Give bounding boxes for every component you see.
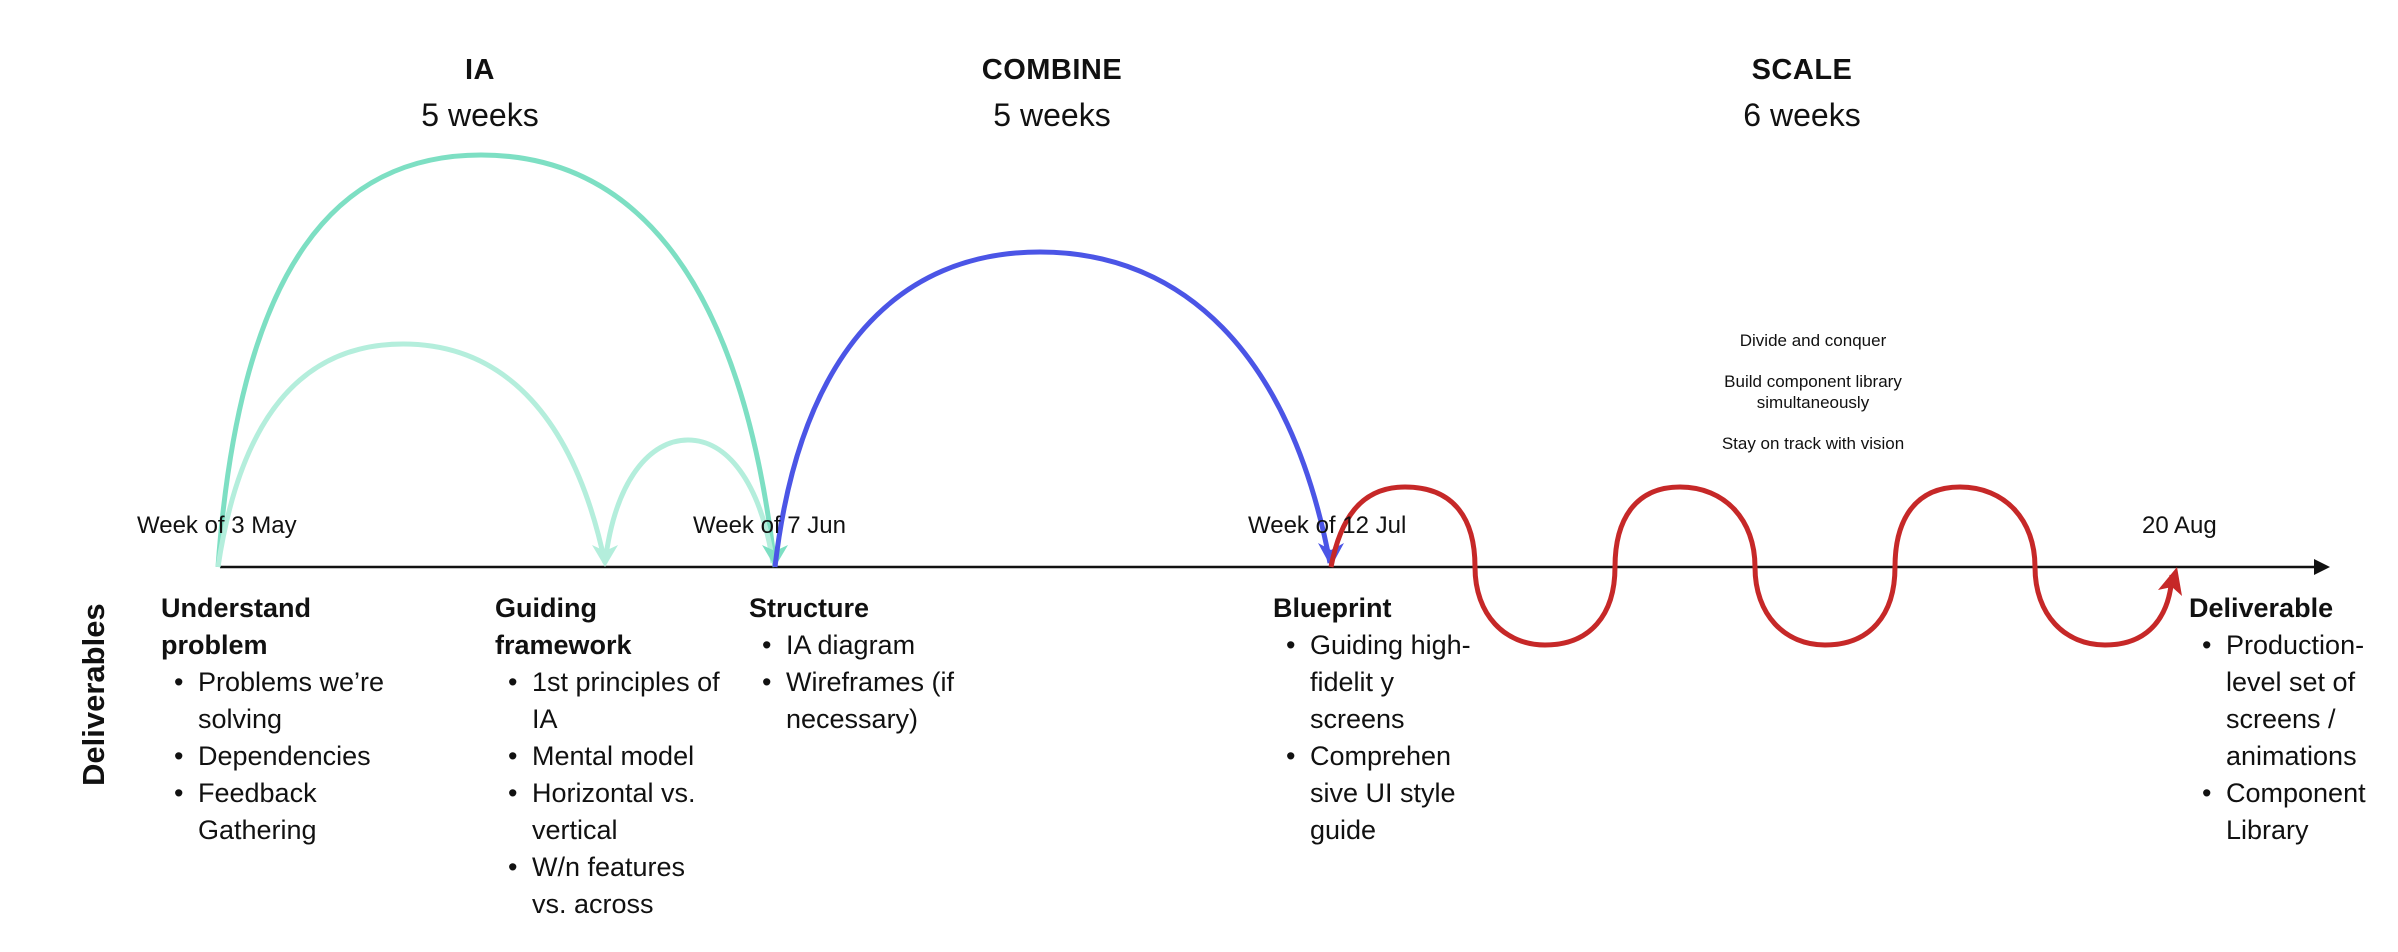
list-item: Feedback Gathering xyxy=(174,775,391,849)
timeline-axis-arrowhead xyxy=(2314,559,2330,575)
list-item: Production-level set of screens / animat… xyxy=(2202,627,2389,775)
list-item: W/n features vs. across xyxy=(508,849,725,923)
milestone-week-3-may: Week of 3 May xyxy=(137,512,297,539)
list-item: Comprehen sive UI style guide xyxy=(1286,738,1473,849)
deliverable-blueprint: Blueprint Guiding high-fidelit y screens… xyxy=(1273,590,1473,849)
deliverable-structure: Structure IA diagram Wireframes (if nece… xyxy=(749,590,989,738)
phase-ia-name: IA xyxy=(465,54,495,86)
list-item: Mental model xyxy=(508,738,725,775)
list-item: IA diagram xyxy=(762,627,989,664)
deliverable-final: Deliverable Production-level set of scre… xyxy=(2189,590,2389,849)
deliverable-title: Structure xyxy=(749,593,870,623)
deliverable-guiding-framework: Guiding framework 1st principles of IA M… xyxy=(495,590,725,923)
deliverable-title: Deliverable xyxy=(2189,593,2334,623)
deliverable-title: Understand problem xyxy=(161,593,312,660)
ia-big-arc xyxy=(215,152,778,568)
scale-notes: Divide and conquer Build component libra… xyxy=(1683,330,1943,474)
milestone-week-7-jun: Week of 7 Jun xyxy=(693,512,846,539)
list-item: Horizontal vs. vertical xyxy=(508,775,725,849)
milestone-week-12-jul: Week of 12 Jul xyxy=(1248,512,1407,539)
scale-arrowhead xyxy=(2158,567,2182,596)
ia-small-arc-1 xyxy=(215,341,608,568)
ia-arrowhead-1 xyxy=(592,545,618,567)
milestone-20-aug: 20 Aug xyxy=(2142,512,2217,539)
deliverable-understand-problem: Understand problem Problems we’re solvin… xyxy=(161,590,391,849)
phase-combine-duration: 5 weeks xyxy=(993,97,1111,133)
list-item: Wireframes (if necessary) xyxy=(762,664,989,738)
list-item: Guiding high-fidelit y screens xyxy=(1286,627,1473,738)
ia-small-arc-2 xyxy=(602,437,776,564)
phase-ia-duration: 5 weeks xyxy=(421,97,539,133)
phase-combine-name: COMBINE xyxy=(981,54,1123,86)
list-item: Component Library xyxy=(2202,775,2389,849)
scale-note-3: Stay on track with vision xyxy=(1721,434,1905,453)
list-item: 1st principles of IA xyxy=(508,664,725,738)
scale-wave xyxy=(1328,484,2175,648)
combine-arc xyxy=(772,249,1333,568)
list-item: Problems we’re solving xyxy=(174,664,391,738)
phase-scale-name: SCALE xyxy=(1751,54,1853,86)
scale-note-1: Divide and conquer xyxy=(1739,331,1887,350)
list-item: Dependencies xyxy=(174,738,391,775)
deliverables-side-label: Deliverables xyxy=(76,603,111,786)
scale-note-2: Build component library simultaneously xyxy=(1724,372,1902,412)
deliverable-title: Blueprint xyxy=(1273,593,1392,623)
deliverable-title: Guiding framework xyxy=(495,593,632,660)
phase-scale-duration: 6 weeks xyxy=(1743,97,1861,133)
